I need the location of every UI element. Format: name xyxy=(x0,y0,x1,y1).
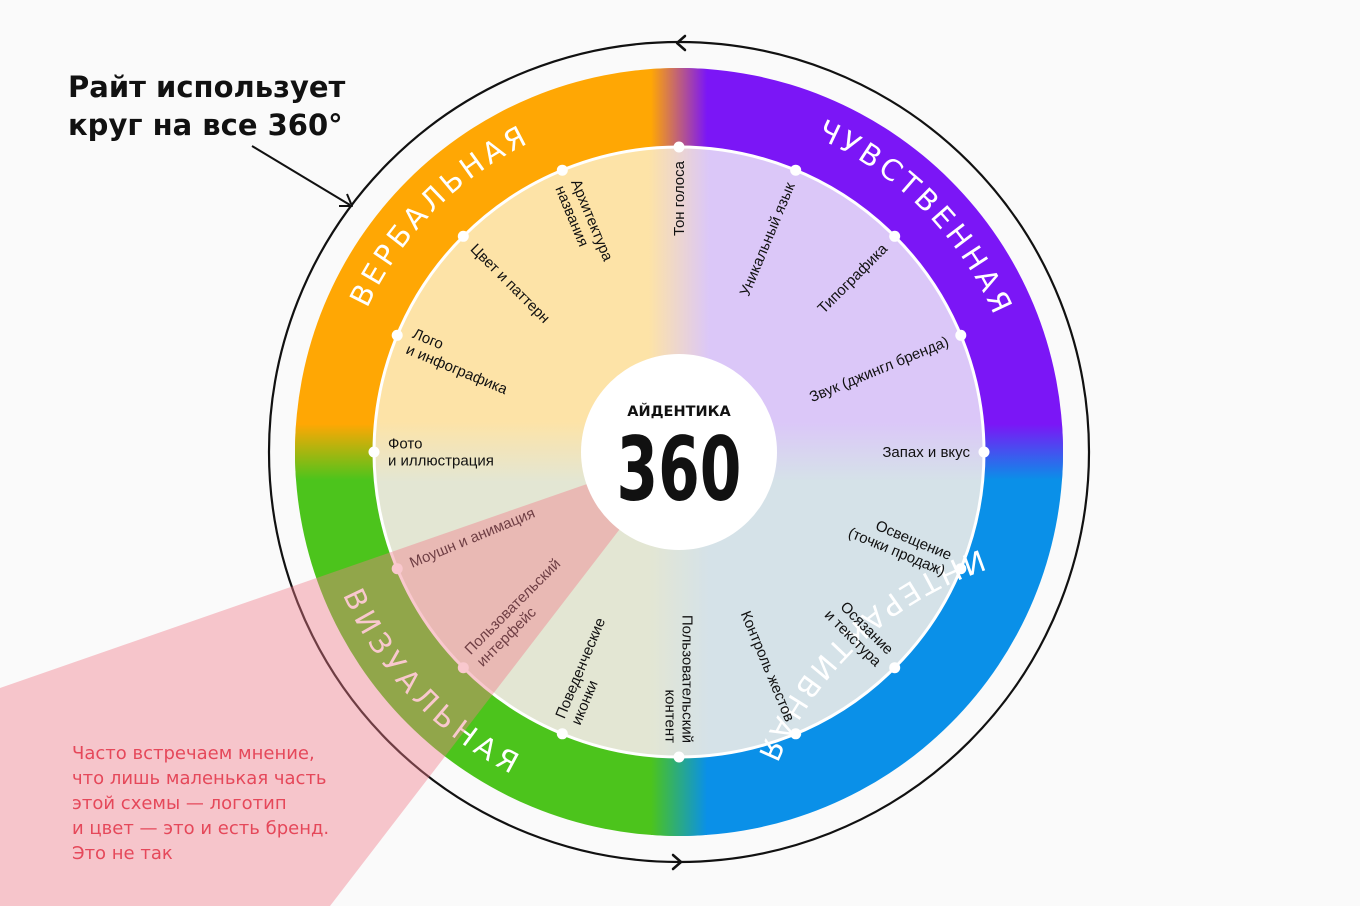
note-bottom-line: Это не так xyxy=(72,843,173,864)
item-dot xyxy=(391,329,403,341)
item-label-line: Запах и вкус xyxy=(882,444,970,461)
item-dot xyxy=(889,230,901,242)
item-label-tone: Тон голоса xyxy=(671,160,688,236)
item-dot xyxy=(790,164,802,176)
item-label-line: и иллюстрация xyxy=(388,453,494,470)
item-label-smell: Запах и вкус xyxy=(882,444,970,461)
center-number: 360 xyxy=(617,418,742,521)
center-label: АЙДЕНТИКА xyxy=(627,403,731,420)
note-top: Райт использует круг на все 360° xyxy=(68,68,345,144)
item-dot xyxy=(978,446,990,458)
note-bottom-line: что лишь маленькая часть xyxy=(72,768,327,789)
note-top-line: круг на все 360° xyxy=(68,108,343,142)
item-dot xyxy=(391,563,403,575)
item-label-line: Фото xyxy=(388,436,422,453)
note-bottom-line: Часто встречаем мнение, xyxy=(72,743,315,764)
item-label-line: Тон голоса xyxy=(671,160,688,236)
item-dot xyxy=(368,446,380,458)
arrow-top-icon xyxy=(675,34,687,52)
note-bottom-line: и цвет — это и есть бренд. xyxy=(72,818,330,839)
item-dot xyxy=(556,164,568,176)
item-dot xyxy=(673,751,685,763)
highlight-wedge xyxy=(0,452,679,906)
item-dot xyxy=(556,728,568,740)
arrow-bottom-icon xyxy=(671,853,683,871)
item-label-line: Пользовательский xyxy=(679,615,696,743)
note-bottom: Часто встречаем мнение, что лишь маленьк… xyxy=(72,741,329,866)
item-label-line: контент xyxy=(662,689,679,743)
item-dot xyxy=(955,329,967,341)
note-top-line: Райт использует xyxy=(68,70,346,104)
item-dot xyxy=(889,662,901,674)
item-label-user-content: Пользовательскийконтент xyxy=(662,615,696,743)
item-dot xyxy=(457,662,469,674)
center-circle xyxy=(581,354,777,550)
item-dot xyxy=(673,141,685,153)
note-bottom-line: этой схемы — логотип xyxy=(72,793,287,814)
item-dot xyxy=(457,230,469,242)
item-dot xyxy=(955,563,967,575)
item-dot xyxy=(790,728,802,740)
